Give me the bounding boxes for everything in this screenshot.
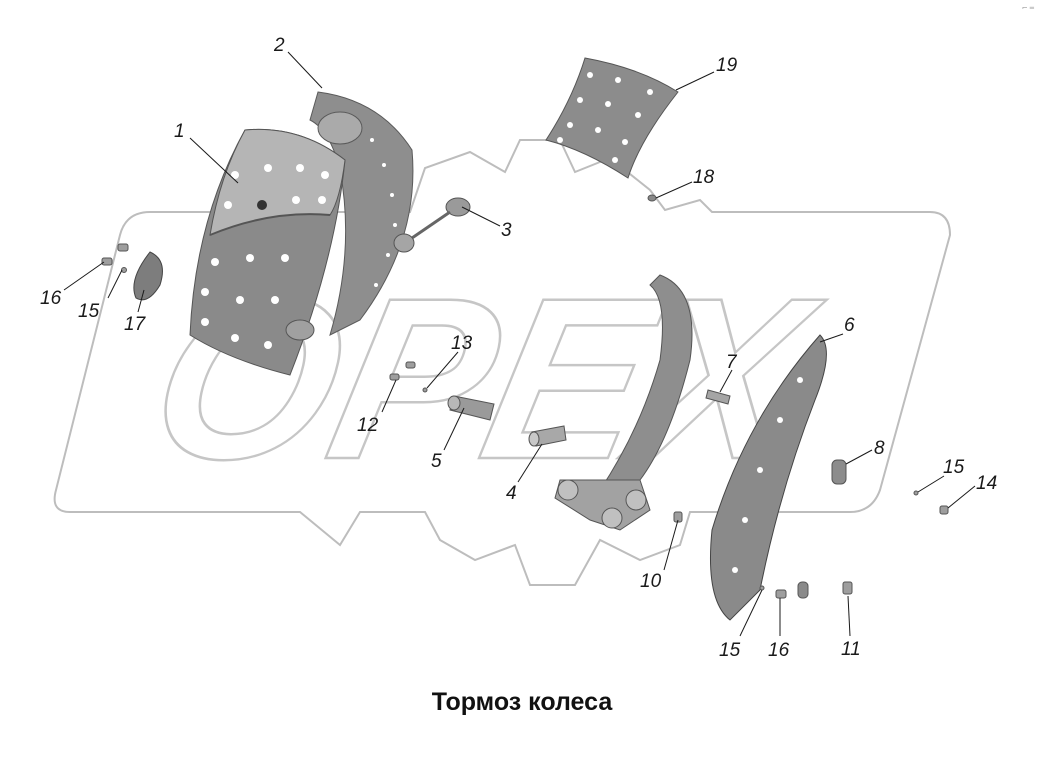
dust-shield (709, 334, 827, 621)
small-fasteners-right (673, 490, 949, 599)
callout-19: 19 (716, 55, 738, 76)
shoe-pin (528, 425, 567, 447)
diagram-caption: Тормоз колеса (431, 688, 613, 716)
callout-10: 10 (640, 571, 662, 592)
callout-18: 18 (693, 167, 715, 188)
brake-shoe-with-lining (189, 128, 346, 376)
callout-2: 2 (273, 35, 285, 56)
callout-3: 3 (501, 220, 512, 241)
callout-1: 1 (174, 121, 185, 142)
anchor-bracket (554, 274, 693, 531)
callout-17: 17 (124, 314, 147, 335)
callout-16-left: 16 (40, 288, 62, 309)
leader-lines (63, 51, 976, 637)
callout-15-right: 15 (943, 457, 965, 478)
callout-7: 7 (726, 352, 738, 373)
callout-15-bottom: 15 (719, 640, 741, 661)
callout-5: 5 (431, 451, 442, 472)
callout-4: 4 (506, 483, 517, 504)
pin-7 (705, 389, 731, 405)
callout-11: 11 (841, 639, 861, 660)
callout-14: 14 (976, 473, 997, 494)
callout-8: 8 (874, 438, 885, 459)
spring-assembly (393, 197, 471, 253)
corner-mark: ⌐ ═ (1021, 4, 1034, 12)
callout-6: 6 (844, 315, 855, 336)
callout-16-bottom: 16 (768, 640, 790, 661)
cover-plate-left (133, 251, 163, 301)
callout-12: 12 (357, 415, 379, 436)
callout-labels: 1 2 3 4 5 6 7 8 10 11 12 13 14 15 15 15 … (40, 35, 997, 661)
small-bolts-center (389, 361, 428, 393)
rivet (647, 194, 657, 202)
callout-15-left: 15 (78, 301, 100, 322)
callout-13: 13 (451, 333, 473, 354)
watermark-gear (53, 139, 952, 586)
plug-8 (831, 459, 847, 485)
bolts-left (101, 243, 129, 273)
brake-lining (545, 57, 679, 179)
cam-bushing (447, 395, 495, 421)
